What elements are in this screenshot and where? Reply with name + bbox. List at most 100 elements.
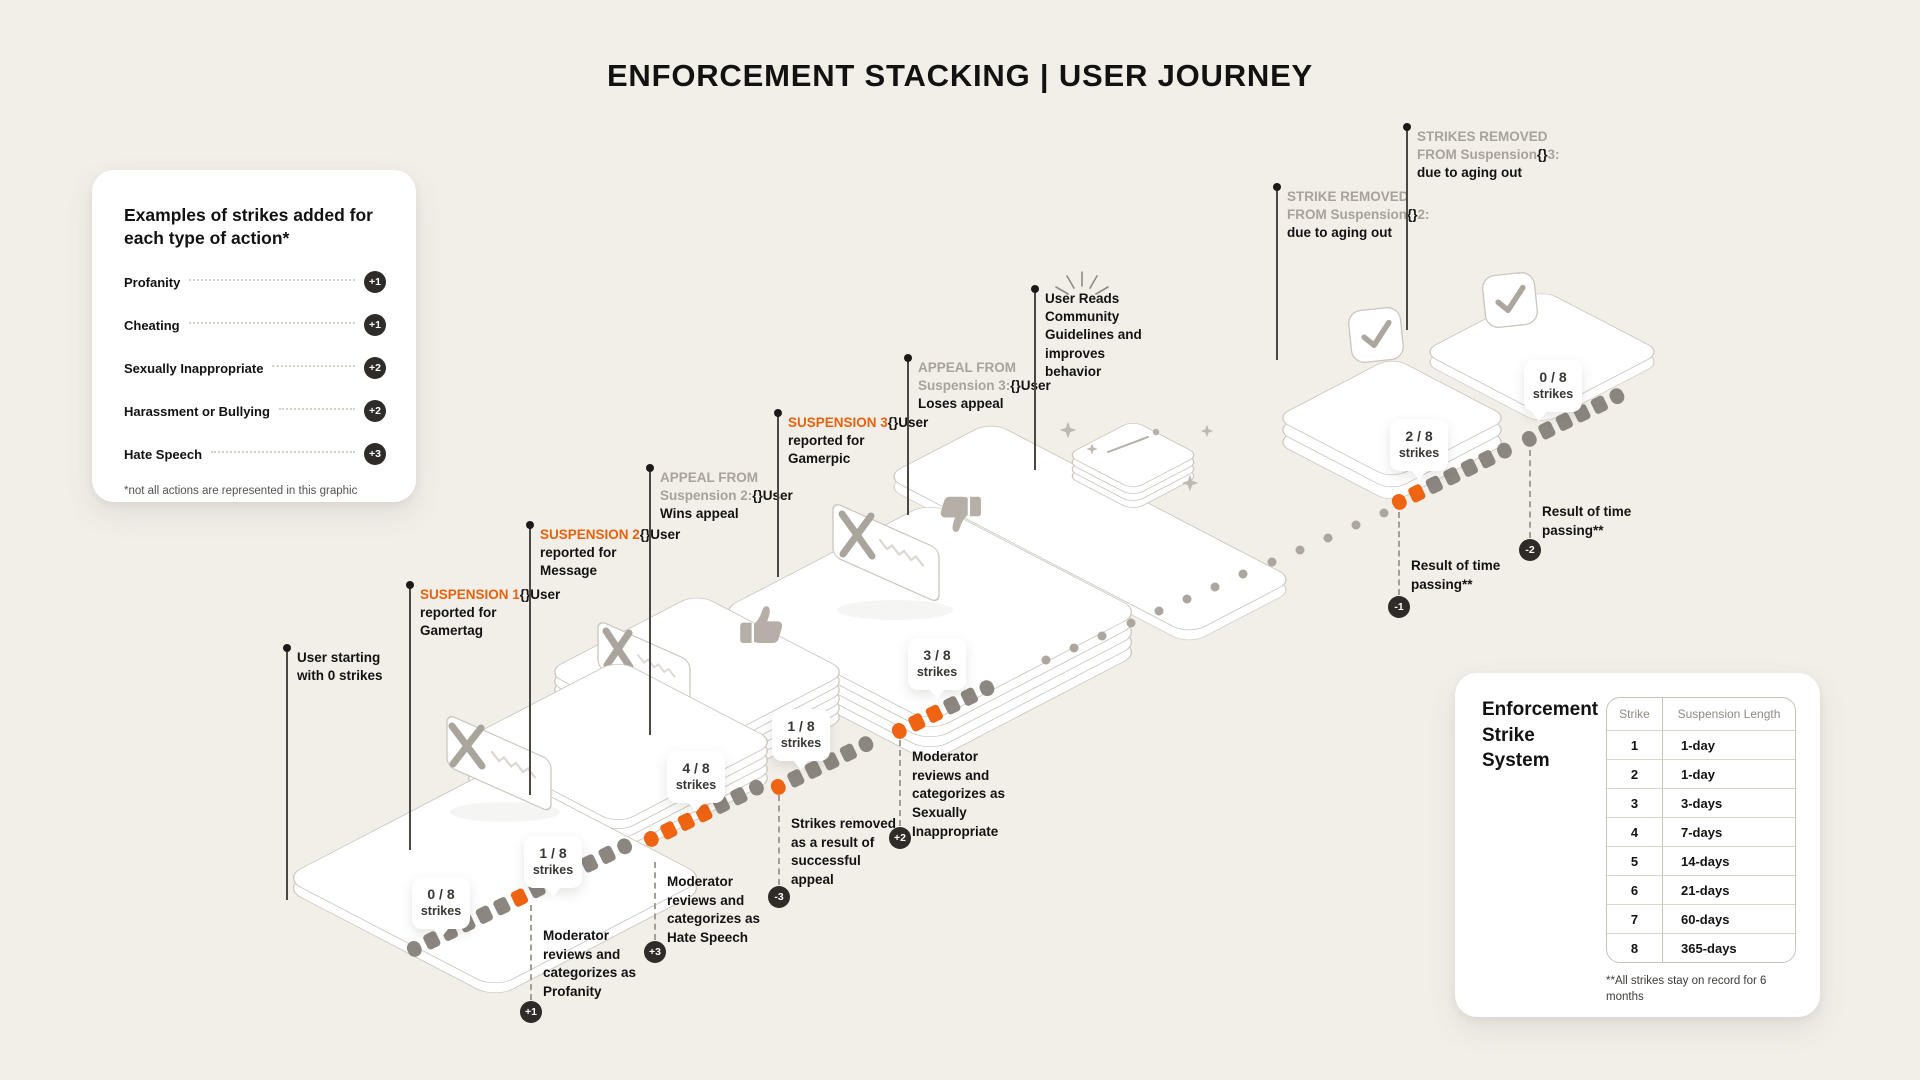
callout-text: STRIKE REMOVED FROM Suspension{}2: due t… [1287, 189, 1430, 241]
strike-cell: 6 [1607, 875, 1663, 904]
callout-dot [1273, 183, 1281, 191]
strike-system-title: Enforcement Strike System [1482, 699, 1599, 772]
action-label: Sexually Inappropriate [124, 360, 264, 376]
strike-delta-badge: -2 [1519, 539, 1541, 561]
reported-gamertag-card [446, 716, 560, 822]
length-cell: 14-days [1663, 846, 1795, 875]
callout-text: APPEAL FROM Suspension 2:{}User Wins app… [660, 470, 793, 522]
strike-meter-aging-1 [1391, 442, 1512, 510]
dashed-connector [778, 795, 780, 885]
example-row: Hate Speech +3 [124, 443, 386, 466]
table-header-row: Strike Suspension Length [1607, 698, 1795, 730]
strike-delta-badge: +2 [364, 400, 386, 423]
examples-footnote: *not all actions are represented in this… [124, 485, 358, 498]
strike-delta-badge: +2 [364, 357, 386, 380]
table-footnote: **All strikes stay on record for 6 month… [1606, 975, 1767, 1004]
thumbs-down-icon [940, 496, 981, 532]
rays-icon [1055, 271, 1109, 295]
dotted-leader [189, 279, 355, 282]
strike-delta-badge: +3 [364, 443, 386, 466]
suspension-tag: SUSPENSION 2 [540, 527, 640, 542]
callout-stem [649, 468, 651, 735]
sparkle-icon [1059, 421, 1214, 492]
callout-dot [774, 409, 782, 417]
example-row: Sexually Inappropriate +2 [124, 357, 386, 380]
callout-dot [406, 581, 414, 589]
annotation-text: Result of time passing** [1542, 504, 1632, 538]
dashed-connector [654, 862, 656, 940]
strike-delta-badge: +1 [520, 1001, 542, 1023]
length-cell: 60-days [1663, 904, 1795, 933]
length-column-header: Suspension Length [1677, 707, 1781, 721]
callout-text: User Reads Community Guidelines and impr… [1045, 291, 1142, 379]
callout-stem [1406, 127, 1408, 330]
annotation-text: Strikes removed as a result of successfu… [791, 816, 897, 887]
example-row: Cheating +1 [124, 314, 386, 337]
suspension-number: 3: [1547, 147, 1560, 163]
dashed-connector [530, 905, 532, 1000]
suspension-number: 2: [1417, 207, 1430, 223]
suspension-tag: SUSPENSION 1 [420, 587, 520, 602]
strike-delta-badge: +1 [364, 314, 386, 337]
squiggle-icon [878, 538, 925, 567]
example-row: Harassment or Bullying +2 [124, 400, 386, 423]
callout-dot [1403, 123, 1411, 131]
dotted-leader [211, 451, 355, 454]
callout-text: User starting with 0 strikes [297, 650, 383, 684]
action-label: Hate Speech [124, 446, 203, 462]
strike-cell: 3 [1607, 788, 1663, 817]
ramp-sheet [893, 425, 1287, 641]
callout-stem [907, 358, 909, 515]
dotted-leader [188, 322, 355, 325]
examples-panel-title: Examples of strikes added for each type … [124, 205, 373, 249]
annotation-text: Moderator reviews and categorizes as Sex… [912, 749, 1006, 839]
strike-cell: 7 [1607, 904, 1663, 933]
callout-stem [777, 413, 779, 577]
length-cell: 1-day [1663, 759, 1795, 788]
annotation-text: Moderator reviews and categorizes as Pro… [543, 928, 637, 999]
appeal-gray-text: APPEAL FROM Suspension 3: [918, 360, 1017, 394]
callout-dot [526, 521, 534, 529]
platform-aged-out [1429, 293, 1655, 421]
strike-cell: 1 [1607, 730, 1663, 759]
strike-meter-aging-2 [1521, 388, 1625, 447]
removed-gray-text: STRIKES REMOVED FROM Suspension [1417, 129, 1548, 163]
squiggle-icon [490, 750, 537, 779]
thumbs-up-icon [740, 606, 783, 643]
suspension-tag: SUSPENSION 3 [788, 415, 888, 430]
length-cell: 365-days [1663, 933, 1795, 962]
strike-meter-suspension-3 [891, 680, 995, 739]
length-cell: 3-days [1663, 788, 1795, 817]
annotation-text: Moderator reviews and categorizes as Hat… [667, 874, 761, 945]
x-icon [602, 627, 634, 671]
dotted-leader [278, 408, 355, 411]
strike-column-header: Strike [1607, 698, 1663, 730]
page-title: ENFORCEMENT STACKING | USER JOURNEY [606, 58, 1314, 93]
length-cell: 21-days [1663, 875, 1795, 904]
callout-text: APPEAL FROM Suspension 3:{}User Loses ap… [918, 360, 1051, 412]
action-label: Profanity [124, 274, 181, 290]
strike-delta-badge: -3 [768, 886, 790, 908]
callout-stem [1276, 187, 1278, 360]
strike-delta-badge: +2 [889, 827, 911, 849]
length-cell: 1-day [1663, 730, 1795, 759]
strike-cell: 8 [1607, 933, 1663, 962]
callout-stem [1034, 289, 1036, 470]
dotted-leader [272, 365, 355, 368]
callout-text: SUSPENSION 1{}User reported for Gamertag [420, 587, 561, 639]
time-gap-dots [1041, 508, 1389, 665]
check-card-icon [1348, 307, 1404, 363]
strike-system-panel: Enforcement Strike System Strike Suspens… [1455, 673, 1820, 1017]
dashed-connector [899, 740, 901, 826]
